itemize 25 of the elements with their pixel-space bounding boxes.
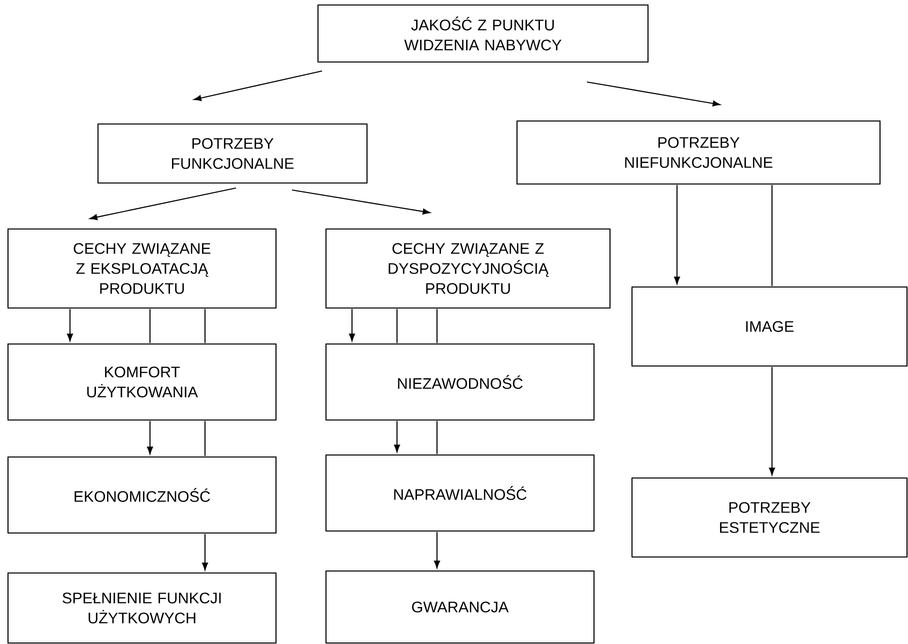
arrow: [769, 367, 775, 476]
process-box: JAKOŚĆ Z PUNKTU WIDZENIA NABYWCY: [317, 4, 649, 63]
arrow: [674, 185, 680, 284]
arrow: [67, 309, 73, 342]
arrow: [147, 421, 153, 454]
arrow: [292, 189, 430, 214]
arrow: [202, 534, 208, 570]
arrow: [90, 187, 236, 220]
process-box: IMAGE: [631, 286, 908, 367]
process-box: KOMFORT UŻYTKOWANIA: [7, 343, 277, 421]
process-box: CECHY ZWIĄZANE Z DYSPOZYCYJNOŚCIĄ PRODUKTU: [325, 228, 611, 309]
process-box: POTRZEBY FUNKCJONALNE: [97, 123, 368, 184]
arrow: [586, 81, 720, 106]
arrow: [349, 309, 355, 342]
process-box: CECHY ZWIĄZANE Z EKSPLOATACJĄ PRODUKTU: [7, 228, 277, 309]
process-box: POTRZEBY NIEFUNKCJONALNE: [516, 120, 881, 185]
arrow: [194, 70, 322, 101]
process-box: POTRZEBY ESTETYCZNE: [631, 477, 908, 558]
process-box: NIEZAWODNOŚĆ: [325, 343, 595, 421]
process-box: NAPRAWIALNOŚĆ: [325, 454, 595, 532]
process-box: EKONOMICZNOŚĆ: [7, 456, 277, 534]
arrow: [434, 532, 440, 568]
arrow: [394, 421, 400, 452]
process-box: GWARANCJA: [325, 570, 595, 644]
process-box: SPEŁNIENIE FUNKCJI UŻYTKOWYCH: [7, 572, 277, 644]
